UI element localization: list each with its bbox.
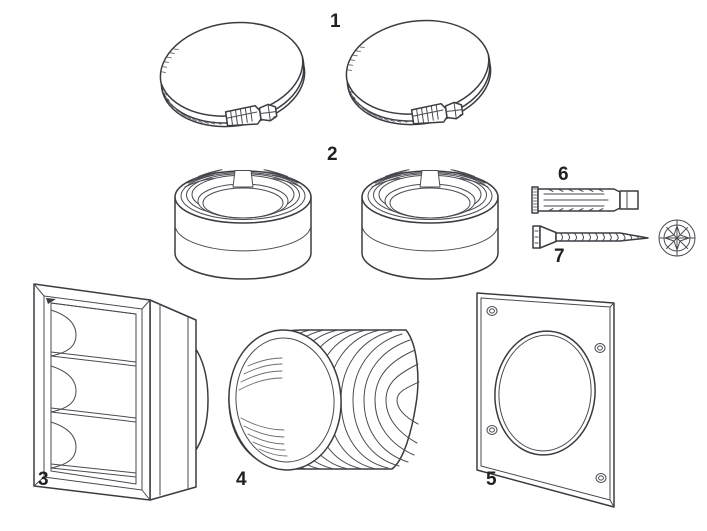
part-5-wall-plate: [476, 292, 615, 508]
callout-part-5: 5: [486, 469, 497, 490]
callout-part-1: 1: [330, 11, 341, 32]
callout-part-3: 3: [38, 469, 49, 490]
part-6-wall-plug: [531, 186, 639, 214]
callout-part-4: 4: [236, 469, 247, 490]
part-2-duct-connector-rings: [174, 169, 499, 280]
callout-part-7: 7: [554, 246, 565, 267]
callout-part-2: 2: [327, 144, 338, 165]
part-7-screw: [532, 225, 649, 249]
part-1-hose-clamps: [153, 10, 498, 137]
screw-head-cross-recess-view: [658, 219, 696, 257]
part-4-flexible-duct-hose: [228, 329, 420, 471]
part-3-louvred-wall-vent: [33, 283, 209, 501]
callout-part-6: 6: [558, 164, 569, 185]
